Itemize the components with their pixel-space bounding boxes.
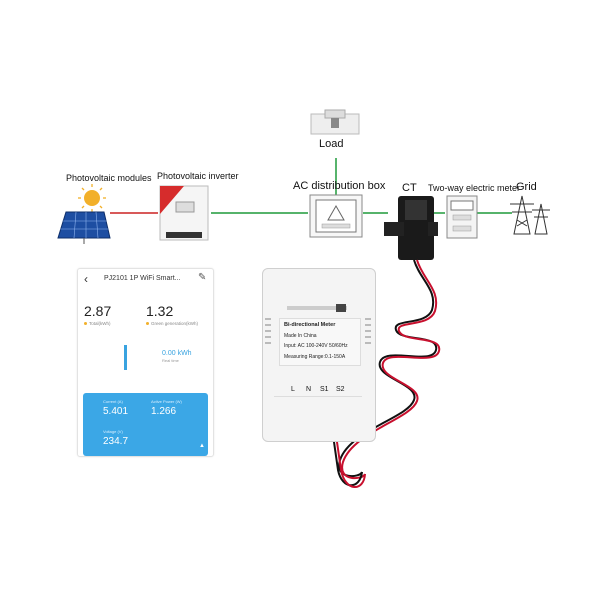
meter-line-2: Made In China: [284, 333, 317, 339]
meter-line-4: Measuring Range:0.1-150A: [284, 354, 346, 360]
meter-top-slot: [287, 306, 347, 310]
voltage-caption: Voltage (V): [103, 429, 123, 434]
current-caption: Current (A): [103, 399, 123, 404]
edit-icon[interactable]: ✎: [198, 272, 207, 283]
meter-label-plate: Bi-directional Meter Made In China Input…: [279, 318, 361, 366]
back-arrow-icon[interactable]: ‹: [84, 272, 88, 286]
stats-panel: Current (A) 5.401 Active Power (W) 1.266…: [83, 393, 208, 456]
two-way-meter-label: Two-way electric meter: [428, 183, 521, 193]
two-way-meter-icon: [446, 195, 478, 239]
power-value: 0.00 kWh: [162, 350, 192, 357]
green-caption: Green generation(kWh): [146, 321, 198, 326]
total-value: 2.87: [84, 303, 112, 319]
app-title: PJ2101 1P WiFi Smart...: [104, 275, 181, 282]
load-breaker-icon: [310, 109, 360, 135]
grid-tower-icon: [510, 195, 550, 235]
meter-line-3: Input: AC 100-240V 50/60Hz: [284, 343, 348, 349]
ct-label: CT: [402, 182, 417, 194]
current-value: 5.401: [103, 406, 129, 417]
yellow-dot-icon: [84, 322, 87, 326]
pv-inverter-label: Photovoltaic inverter: [157, 171, 239, 181]
power-w-value: 1.266: [151, 406, 177, 417]
grid-label: Grid: [516, 181, 537, 193]
meter-terminal-block: [274, 396, 362, 433]
chevron-up-icon[interactable]: ▲: [199, 443, 205, 449]
ac-box-label: AC distribution box: [293, 180, 386, 192]
ac-distribution-box-icon: [309, 194, 363, 238]
yellow-dot-icon: [146, 322, 149, 326]
inverter-icon: [159, 185, 209, 241]
power-w-caption: Active Power (W): [151, 399, 182, 404]
terminal-n: N: [306, 386, 312, 393]
ct-cable: [327, 259, 441, 488]
total-caption: Total(kWh): [84, 321, 111, 326]
phone-app-screen: ‹ PJ2101 1P WiFi Smart... ✎ 2.87 Total(k…: [77, 268, 214, 457]
solar-panel-icon: [57, 211, 111, 244]
terminal-l: L: [291, 386, 295, 393]
meter-indicator: [336, 304, 346, 312]
terminal-s1: S1: [320, 386, 329, 393]
power-bar: [124, 345, 127, 370]
pv-modules-label: Photovoltaic modules: [66, 173, 152, 183]
load-label: Load: [319, 138, 344, 150]
vent-left: [265, 318, 271, 346]
bidirectional-meter-device: Bi-directional Meter Made In China Input…: [262, 268, 376, 444]
ct-clamp-icon: [384, 196, 438, 260]
sun-icon: [78, 184, 106, 212]
green-value: 1.32: [146, 303, 174, 319]
terminal-s2: S2: [336, 386, 345, 393]
voltage-value: 234.7: [103, 436, 129, 447]
power-caption: Real time: [162, 358, 179, 363]
meter-line-1: Bi-directional Meter: [284, 322, 336, 328]
vent-right: [365, 318, 371, 346]
app-header: ‹ PJ2101 1P WiFi Smart... ✎: [78, 269, 213, 291]
